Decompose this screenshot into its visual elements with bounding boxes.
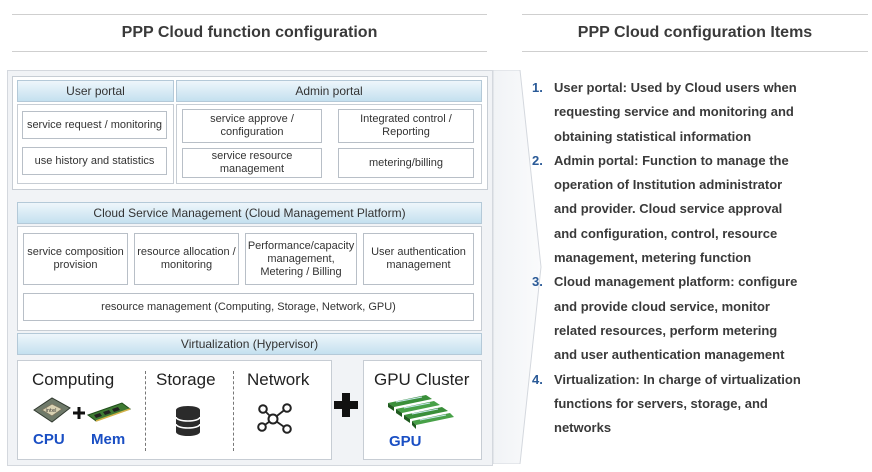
admin-portal-item: service approve / configuration [182, 109, 322, 143]
svg-text:intel: intel [46, 408, 57, 414]
virtualization-bar: Virtualization (Hypervisor) [17, 333, 482, 355]
list-item: 4. Virtualization: In charge of virtuali… [532, 371, 801, 436]
admin-portal-item: metering/billing [338, 148, 474, 178]
memory-module-icon [86, 402, 132, 422]
user-portal-item: use history and statistics [22, 147, 167, 175]
diagram-frame: User portal Admin portal service request… [7, 70, 493, 466]
plus-icon [334, 393, 358, 417]
list-item: 1. User portal: Used by Cloud users when… [532, 80, 797, 144]
connector-arrow [493, 70, 542, 464]
gpu-cluster-label: GPU Cluster [374, 370, 470, 389]
gpu-cards-icon [388, 395, 454, 429]
mem-label: Mem [91, 431, 126, 448]
configuration-items-list: 1. User portal: Used by Cloud users when… [532, 76, 872, 440]
plus-icon [73, 407, 85, 419]
separator [233, 371, 234, 451]
user-portal-bar: User portal [17, 80, 174, 102]
storage-label: Storage [156, 370, 216, 389]
admin-portal-bar: Admin portal [176, 80, 482, 102]
infrastructure-panel [17, 360, 332, 460]
list-item: 2. Admin portal: Function to manage the … [532, 152, 789, 266]
cpu-label: CPU [33, 431, 65, 448]
resource-management-box: resource management (Computing, Storage,… [23, 293, 474, 321]
cmp-item: User authentication management [363, 233, 474, 285]
cmp-item: service composition provision [23, 233, 128, 285]
cpu-chip-icon: intel [33, 397, 71, 423]
admin-portal-item: service resource management [182, 148, 322, 178]
cmp-item: resource allocation / monitoring [134, 233, 239, 285]
admin-portal-item: Integrated control / Reporting [338, 109, 474, 143]
database-icon [175, 406, 201, 436]
network-icon [257, 403, 292, 434]
left-header: PPP Cloud function configuration [12, 14, 487, 52]
gpu-label: GPU [389, 433, 422, 450]
cmp-item: Performance/capacity management, Meterin… [245, 233, 357, 285]
right-header: PPP Cloud configuration Items [522, 14, 868, 52]
gpu-cluster-panel [363, 360, 482, 460]
network-label: Network [247, 370, 310, 389]
cmp-bar: Cloud Service Management (Cloud Manageme… [17, 202, 482, 224]
user-portal-item: service request / monitoring [22, 111, 167, 139]
separator [145, 371, 146, 451]
list-item: 3. Cloud management platform: configure … [532, 274, 798, 363]
computing-label: Computing [32, 370, 115, 389]
